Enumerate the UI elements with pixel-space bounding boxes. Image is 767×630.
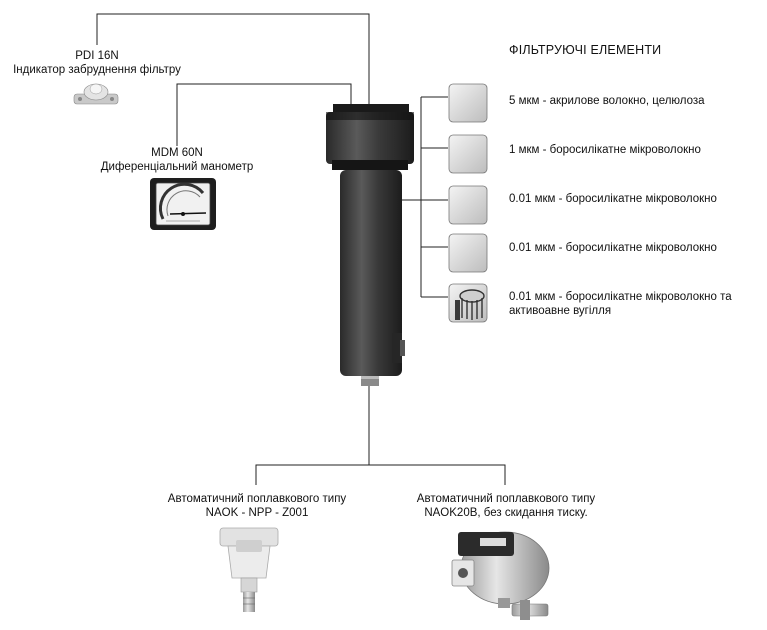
filter-elements-title: ФІЛЬТРУЮЧІ ЕЛЕМЕНТИ [509, 43, 662, 57]
filter-element-image-3 [448, 185, 488, 225]
manometer-description-label: Диференціальний манометр [100, 161, 254, 173]
drain-1-label-line1: Автоматичний поплавкового типу [167, 493, 347, 505]
indicator-connector [96, 13, 370, 104]
filter-element-label-5-line2: активоавне вугілля [509, 305, 612, 317]
drain-naok-npp-z001-image [219, 527, 279, 612]
connector-lines [96, 13, 506, 485]
manometer-mdm60n-image [150, 178, 216, 230]
drain-2-label-line1: Автоматичний поплавкового типу [416, 493, 596, 505]
indicator-pdi16n-image [73, 83, 119, 105]
carbon-cartridge-detail [455, 289, 485, 320]
filter-element-label-5-line1: 0.01 мкм - боросилікатне мікроволокно та [509, 291, 732, 303]
indicator-model-label: PDI 16N [75, 50, 119, 62]
filter-element-image-2 [448, 134, 488, 174]
filter-element-label-2: 1 мкм - боросилікатне мікроволокно [509, 144, 701, 156]
filter-element-image-1 [448, 83, 488, 123]
indicator-description-label: Індикатор забруднення фільтру [13, 64, 181, 76]
filter-element-label-3: 0.01 мкм - боросилікатне мікроволокно [509, 193, 717, 205]
filter-housing-image [326, 104, 414, 386]
drain-naok20b-image [451, 531, 550, 620]
manometer-model-label: MDM 60N [151, 147, 203, 159]
manometer-connector [176, 83, 352, 146]
filter-element-label-1: 5 мкм - акрилове волокно, целюлоза [509, 95, 705, 107]
filter-element-image-4 [448, 233, 488, 273]
drain-2-label-line2: NAOK20B, без скидання тиску. [424, 507, 588, 519]
drain-1-label-line2: NAOK - NPP - Z001 [205, 507, 309, 519]
filter-element-images [448, 83, 488, 323]
filter-element-label-4: 0.01 мкм - боросилікатне мікроволокно [509, 242, 717, 254]
drain-bracket [255, 464, 506, 485]
